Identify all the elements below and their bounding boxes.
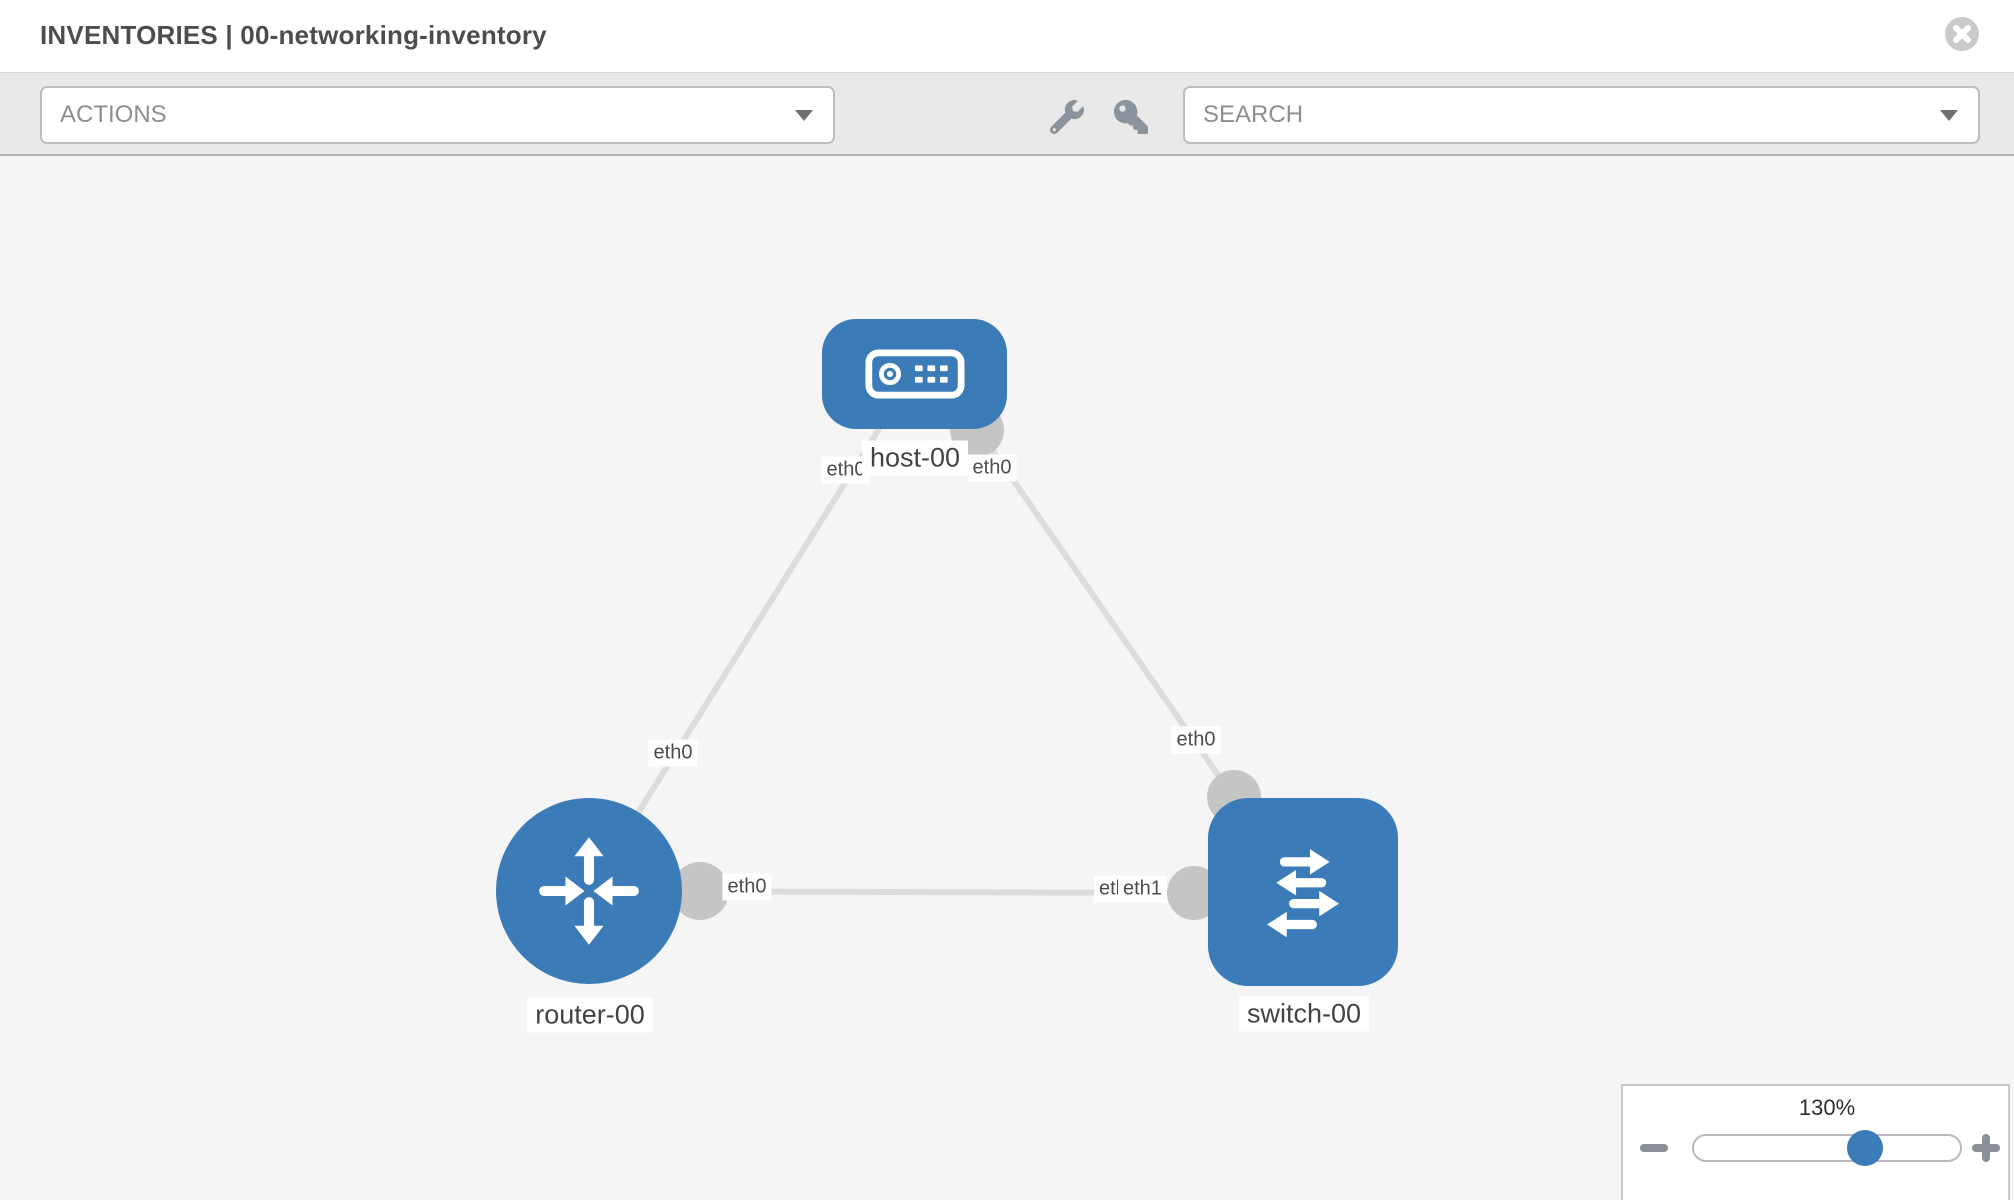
node-label-switch: switch-00 xyxy=(1238,996,1370,1032)
switch-arrows-icon xyxy=(1267,849,1339,938)
endpoint-dot-router xyxy=(671,862,729,920)
node-switch-00[interactable] xyxy=(1208,798,1398,986)
interface-label: eth0 xyxy=(967,454,1017,482)
actions-dropdown[interactable]: ACTIONS xyxy=(40,86,835,144)
node-label-host: host-00 xyxy=(861,440,969,476)
zoom-control-panel: 130% xyxy=(1621,1084,2010,1200)
close-button[interactable] xyxy=(1944,16,1980,52)
search-dropdown-label: SEARCH xyxy=(1203,101,1304,128)
server-icon xyxy=(864,349,965,399)
page-title: INVENTORIES | 00-networking-inventory xyxy=(40,20,547,50)
node-label-router: router-00 xyxy=(527,997,653,1033)
zoom-level-value: 130% xyxy=(1798,1095,1856,1120)
interface-label: eth0 xyxy=(648,739,698,767)
zoom-slider-track[interactable] xyxy=(1692,1134,1962,1162)
close-icon xyxy=(1945,17,1979,51)
toolbar: ACTIONS SEARCH xyxy=(0,72,2014,156)
chevron-down-icon xyxy=(1940,110,1958,121)
key-icon xyxy=(1114,100,1148,134)
node-host-00[interactable] xyxy=(822,319,1007,429)
actions-dropdown-label: ACTIONS xyxy=(60,101,167,128)
interface-label: eth0 xyxy=(722,873,772,901)
zoom-out-button[interactable] xyxy=(1640,1144,1668,1152)
zoom-in-button[interactable] xyxy=(1972,1134,2000,1162)
wrench-icon xyxy=(1050,100,1084,134)
topology-links-layer xyxy=(586,403,1261,920)
header: INVENTORIES | 00-networking-inventory xyxy=(0,0,2014,72)
zoom-slider-thumb[interactable] xyxy=(1847,1130,1883,1166)
configure-button[interactable] xyxy=(1047,97,1087,137)
plus-icon xyxy=(1982,1134,1990,1162)
chevron-down-icon xyxy=(795,110,813,121)
topology-canvas[interactable]: eth0 eth0 eth0 eth0 eth1 eth0 eth0 host-… xyxy=(0,156,2014,1200)
interface-label: eth0 xyxy=(1171,726,1221,754)
router-arrows-icon xyxy=(539,837,639,945)
search-dropdown[interactable]: SEARCH xyxy=(1183,86,1980,144)
credentials-button[interactable] xyxy=(1111,97,1151,137)
node-router-00[interactable] xyxy=(496,798,682,984)
interface-label: eth1 xyxy=(1118,875,1167,903)
endpoint-dot-switch-left xyxy=(1167,866,1221,920)
